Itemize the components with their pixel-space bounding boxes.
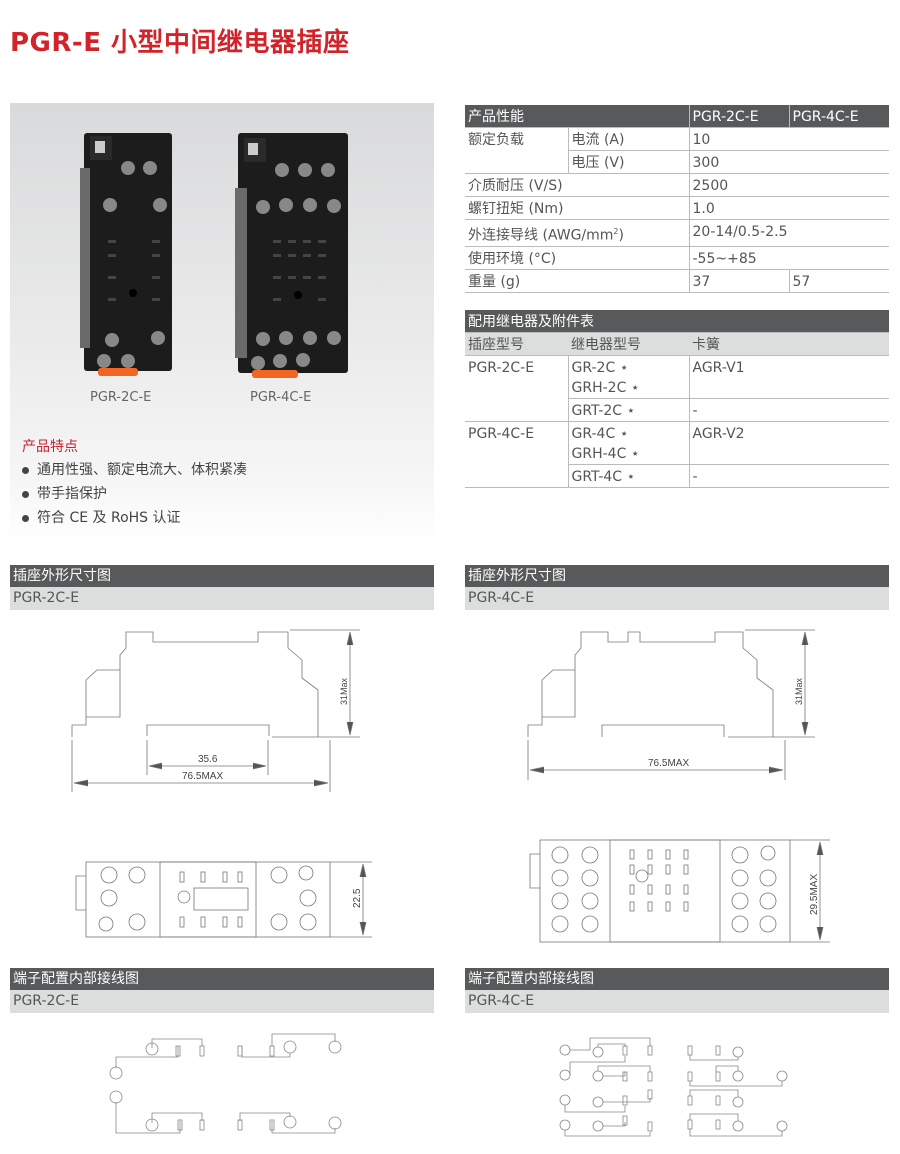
feature-text: 通用性强、额定电流大、体积紧凑 bbox=[37, 462, 247, 478]
pin-slot bbox=[683, 849, 689, 860]
dimension-model-2c: PGR-2C-E bbox=[10, 587, 434, 610]
current-label: 电流 (A) bbox=[567, 127, 689, 152]
pin-slot bbox=[629, 864, 635, 875]
spec-header-4c: PGR-4C-E bbox=[788, 105, 889, 129]
wiring-title-2c: 端子配置内部接线图 bbox=[10, 968, 434, 990]
wire-sup: 2 bbox=[613, 227, 619, 237]
clip-model: AGR-V2 bbox=[688, 421, 889, 466]
pin-slot bbox=[683, 884, 689, 895]
accessory-title: 配用继电器及附件表 bbox=[465, 310, 889, 334]
height-dim-label: 31Max bbox=[794, 677, 804, 705]
torque-value: 1.0 bbox=[688, 196, 889, 221]
relay-model: GRH-4C ⋆ bbox=[571, 446, 640, 463]
pin-slot bbox=[683, 901, 689, 912]
relay-cell: GR-2C ⋆ GRH-2C ⋆ bbox=[567, 355, 689, 400]
relay-model: GRH-2C ⋆ bbox=[571, 380, 640, 397]
relay-cell: GR-4C ⋆ GRH-4C ⋆ bbox=[567, 421, 689, 466]
pin-slot bbox=[647, 864, 653, 875]
pin-slot bbox=[647, 884, 653, 895]
page-title: PGR-E 小型中间继电器插座 bbox=[10, 28, 350, 58]
pin-slot bbox=[665, 901, 671, 912]
col-clip: 卡簧 bbox=[689, 332, 889, 357]
wire-close: ) bbox=[618, 227, 624, 244]
pin-slot bbox=[647, 849, 653, 860]
pin-slot bbox=[665, 849, 671, 860]
weight-label: 重量 (g) bbox=[465, 269, 689, 293]
depth-dim-label: 29.5MAX bbox=[809, 874, 820, 915]
env-label: 使用环境 (°C) bbox=[465, 246, 689, 270]
spec-header-2c: PGR-2C-E bbox=[688, 105, 789, 129]
feature-item: 符合 CE 及 RoHS 认证 bbox=[22, 507, 181, 527]
weight-4c: 57 bbox=[788, 269, 889, 293]
feature-text: 符合 CE 及 RoHS 认证 bbox=[37, 510, 181, 526]
clip-model: AGR-V1 bbox=[688, 355, 889, 400]
voltage-value: 300 bbox=[688, 150, 889, 175]
relay-model: GR-4C ⋆ bbox=[571, 426, 629, 443]
col-socket: 插座型号 bbox=[465, 332, 568, 357]
product-photos bbox=[80, 133, 348, 378]
dielectric-value: 2500 bbox=[688, 173, 889, 198]
bullet-icon bbox=[22, 466, 29, 474]
wire-value: 20-14/0.5-2.5 bbox=[688, 219, 889, 247]
dimension-drawing-2c: 31Max 35.6 76.5MAX 22.5 bbox=[71, 629, 372, 938]
dielectric-label: 介质耐压 (V/S) bbox=[465, 173, 689, 198]
wiring-diagram-2c bbox=[109, 1033, 342, 1134]
clip-model: - bbox=[688, 464, 889, 489]
bullet-icon bbox=[22, 490, 29, 498]
pin-slot bbox=[629, 884, 635, 895]
pin-slot bbox=[629, 901, 635, 912]
width-dim-label: 76.5MAX bbox=[648, 758, 689, 769]
feature-item: 通用性强、额定电流大、体积紧凑 bbox=[22, 459, 247, 479]
clip-model: - bbox=[688, 398, 889, 423]
env-value: -55~+85 bbox=[688, 246, 889, 270]
col-relay: 继电器型号 bbox=[568, 332, 689, 357]
dimension-model-4c: PGR-4C-E bbox=[465, 587, 889, 610]
relay-model: GRT-2C ⋆ bbox=[567, 398, 689, 423]
rated-load-label: 额定负载 bbox=[465, 127, 568, 175]
pin-slot bbox=[629, 849, 635, 860]
wiring-title-4c: 端子配置内部接线图 bbox=[465, 968, 889, 990]
weight-2c: 37 bbox=[688, 269, 789, 293]
socket-2c: PGR-2C-E bbox=[465, 355, 568, 423]
voltage-label: 电压 (V) bbox=[567, 150, 689, 175]
dimension-title-2c: 插座外形尺寸图 bbox=[10, 565, 434, 587]
spec-header: 产品性能 bbox=[465, 105, 689, 129]
pin-slot bbox=[665, 884, 671, 895]
inner-dim-label: 35.6 bbox=[198, 754, 218, 765]
wiring-model-4c: PGR-4C-E bbox=[465, 990, 889, 1013]
pin-slot bbox=[647, 901, 653, 912]
features-title: 产品特点 bbox=[22, 439, 78, 455]
depth-dim-label: 22.5 bbox=[352, 888, 363, 908]
relay-model: GRT-4C ⋆ bbox=[567, 464, 689, 489]
wiring-diagram-4c bbox=[559, 1037, 788, 1137]
feature-item: 带手指保护 bbox=[22, 483, 107, 503]
socket-4c: PGR-4C-E bbox=[465, 421, 568, 489]
height-dim-label: 31Max bbox=[339, 677, 349, 705]
current-value: 10 bbox=[688, 127, 889, 152]
dimension-drawing-4c: 31Max 76.5MAX 29.5MAX bbox=[527, 629, 830, 943]
pin-slot bbox=[665, 864, 671, 875]
bullet-icon bbox=[22, 514, 29, 522]
pgr-2c-e-photo bbox=[80, 133, 172, 376]
wire-label-text: 外连接导线 (AWG/mm bbox=[468, 227, 614, 244]
dimension-title-4c: 插座外形尺寸图 bbox=[465, 565, 889, 587]
product-label-4c: PGR-4C-E bbox=[250, 390, 312, 405]
feature-text: 带手指保护 bbox=[37, 486, 107, 502]
wiring-model-2c: PGR-2C-E bbox=[10, 990, 434, 1013]
torque-label: 螺钉扭矩 (Nm) bbox=[465, 196, 689, 221]
width-dim-label: 76.5MAX bbox=[182, 771, 223, 782]
product-label-2c: PGR-2C-E bbox=[90, 390, 152, 405]
relay-model: GR-2C ⋆ bbox=[571, 360, 629, 377]
pgr-4c-e-photo bbox=[235, 133, 348, 378]
wire-label: 外连接导线 (AWG/mm2) bbox=[465, 219, 689, 247]
pin-slot bbox=[683, 864, 689, 875]
